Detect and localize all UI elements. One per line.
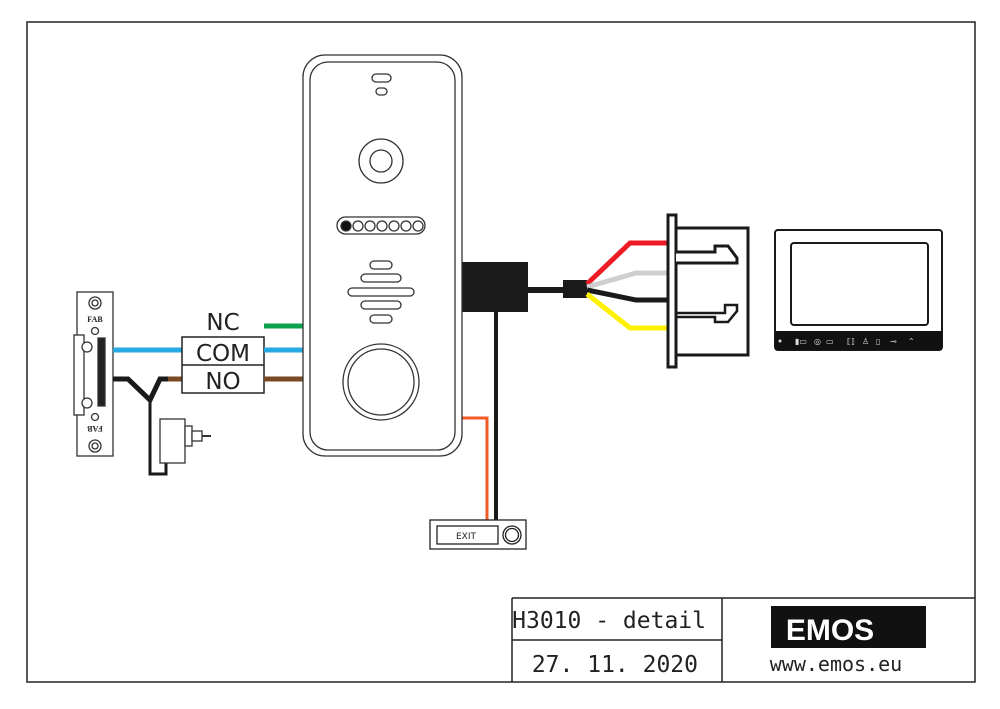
drawing-frame [26, 21, 976, 683]
drawing-title: H3010 - detail [512, 608, 706, 634]
electric-lock [73, 291, 114, 457]
adapter-wire [148, 400, 168, 476]
speaker-grille-icon [347, 260, 415, 324]
unlock-icon: ⌃ [908, 337, 915, 346]
monitor-screen [790, 242, 929, 326]
indoor-monitor: ▮▭ ◎ ▭ ⟦⟧ ♙ ▯ ⊸ ⌃ [774, 229, 943, 351]
lock-label-top: FAB [87, 315, 103, 324]
exit-label: EXIT [456, 532, 477, 542]
person-icon: ♙ [862, 337, 869, 346]
power-adapter-icon [159, 418, 211, 464]
terminal-com-label: COM [196, 341, 250, 367]
grey-wire [586, 270, 668, 290]
drawing-date: 27. 11. 2020 [532, 652, 698, 678]
website: www.emos.eu [770, 652, 902, 676]
settings-icon: ◎ [814, 337, 821, 346]
red-wire [585, 240, 668, 286]
exit-wire-orange [460, 416, 489, 520]
black-wire [586, 287, 668, 303]
cable-junction [457, 262, 528, 312]
door-station [302, 54, 463, 457]
lock-power-wire [113, 376, 170, 405]
exit-button [429, 519, 527, 550]
emos-logo-text: EMOS [786, 614, 874, 647]
emos-logo [771, 606, 926, 648]
terminal-no-label: NO [205, 369, 240, 395]
title-block [511, 597, 975, 682]
video-record-icon: ▭ [826, 337, 834, 346]
yellow-wire [585, 292, 668, 331]
monitor-button-bar [775, 331, 942, 350]
door-icon: ▯ [876, 337, 880, 346]
camera-switch-icon: ▮▭ [795, 337, 807, 346]
cable-connector [563, 280, 587, 298]
lock-label-bottom: FAB [87, 424, 103, 433]
intercom-icon: ⟦⟧ [847, 337, 855, 346]
monitor-connector [666, 213, 750, 369]
key-icon: ⊸ [890, 337, 897, 346]
relay-terminal-block [181, 336, 265, 394]
terminal-nc-label: NC [206, 310, 239, 336]
sensor-pill-icon [371, 73, 392, 83]
dot-icon [778, 339, 782, 343]
